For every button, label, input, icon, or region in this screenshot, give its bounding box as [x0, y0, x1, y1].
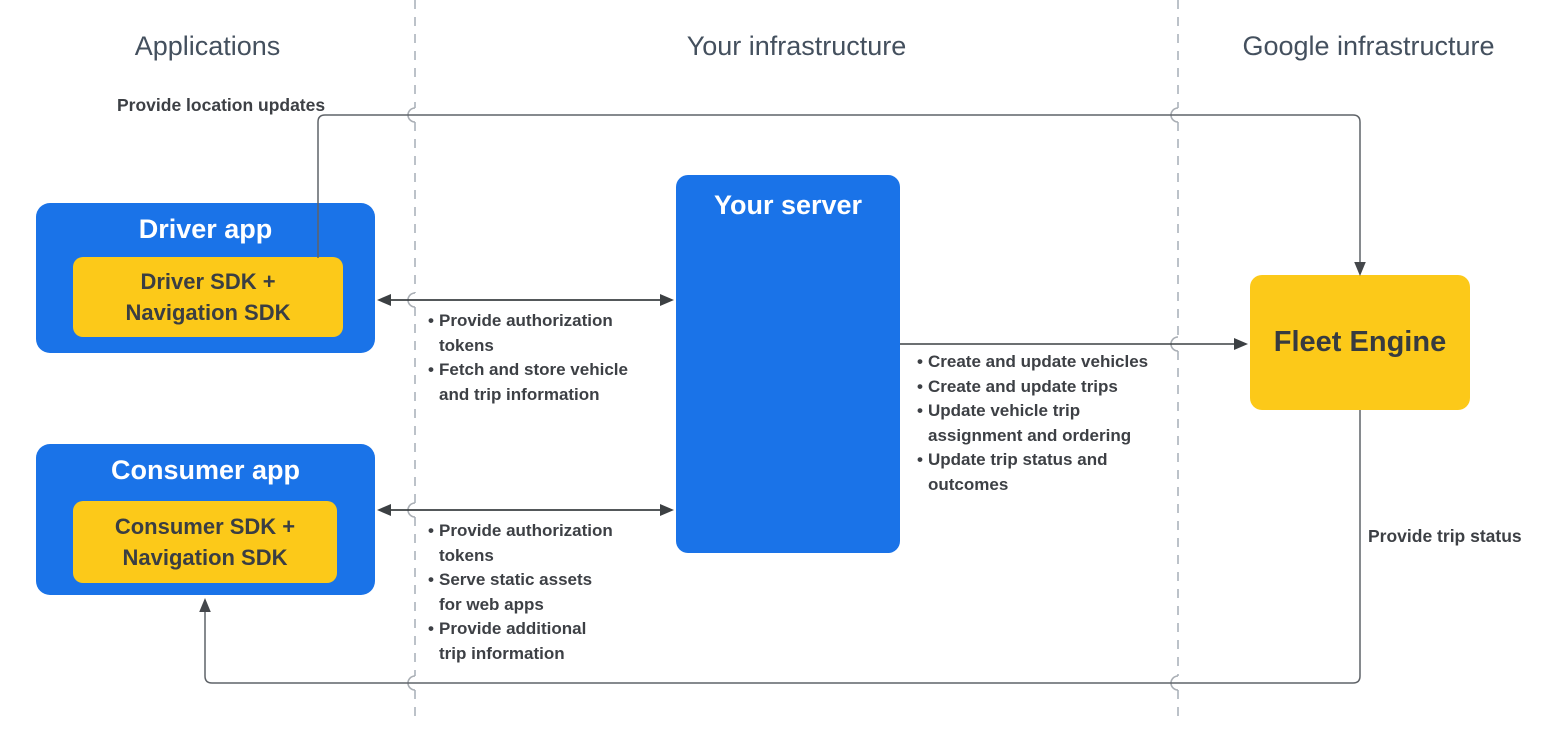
consumer-app-title: Consumer app — [110, 455, 301, 485]
bullet-item: Provide authorization tokens — [428, 519, 613, 568]
arrowhead-right-icon — [1234, 338, 1248, 350]
bullet-line: outcomes — [928, 474, 1009, 494]
consumer-server-arrow — [377, 504, 674, 516]
driver-sdk-label-line1: Driver SDK + — [140, 268, 276, 294]
bullet-line: for web apps — [439, 594, 544, 614]
bullet-line: Provide additional — [439, 619, 587, 638]
consumer-sdk-label-line2: Navigation SDK — [122, 545, 288, 570]
driver-server-arrow-notes: Provide authorization tokens Fetch and s… — [428, 309, 628, 407]
consumer-sdk-label-line1: Consumer SDK + — [114, 513, 296, 539]
driver-app-title: Driver app — [138, 214, 273, 244]
line-jump-arc — [407, 107, 416, 123]
bullet-line: trip information — [439, 643, 565, 663]
consumer-sdk-node: Consumer SDK + Navigation SDK — [73, 501, 337, 583]
provide-trip-status-label: Provide trip status — [1368, 526, 1522, 546]
bullet-line: Update trip status and — [928, 450, 1108, 469]
arrowhead-right-icon — [660, 504, 674, 516]
your-server-title: Your server — [713, 190, 863, 220]
line-jump-arc — [1170, 336, 1179, 352]
arrowhead-right-icon — [660, 294, 674, 306]
dashed-divider-left — [407, 0, 416, 716]
bullet-line: Fetch and store vehicle — [439, 360, 628, 379]
bullet-item: Fetch and store vehicle and trip informa… — [428, 358, 628, 407]
bullet-item: Serve static assets for web apps — [428, 568, 613, 617]
line-jump-arc — [407, 502, 416, 518]
fleet-engine-title: Fleet Engine — [1273, 326, 1447, 358]
column-header-google-infrastructure: Google infrastructure — [1242, 31, 1495, 61]
consumer-server-arrow-notes: Provide authorization tokens Serve stati… — [428, 519, 613, 666]
bullet-line: Serve static assets — [439, 570, 593, 589]
column-header-applications: Applications — [134, 31, 281, 61]
bullet-line: Update vehicle trip — [928, 401, 1081, 420]
bullet-line: Provide authorization — [439, 521, 613, 540]
dashed-divider-right — [1170, 0, 1179, 716]
bullet-line: Create and update vehicles — [928, 352, 1149, 371]
bullet-line: Provide authorization — [439, 311, 613, 330]
line-jump-arc — [407, 292, 416, 308]
provide-location-updates-label: Provide location updates — [117, 95, 326, 115]
bullet-line: tokens — [439, 545, 494, 565]
bullet-line: Create and update trips — [928, 376, 1118, 396]
bullet-line: assignment and ordering — [928, 425, 1132, 445]
bullet-item: Provide additional trip information — [428, 617, 613, 666]
bullet-item: Create and update trips — [917, 375, 1148, 400]
bullet-line: and trip information — [439, 384, 600, 404]
arrowhead-left-icon — [377, 504, 391, 516]
driver-sdk-label-line2: Navigation SDK — [125, 300, 291, 325]
driver-server-arrow — [377, 294, 674, 306]
bullet-item: Update trip status and outcomes — [917, 448, 1148, 497]
your-server-node: Your server — [676, 175, 900, 553]
line-jump-arc — [407, 675, 416, 691]
bullet-line: tokens — [439, 335, 494, 355]
arrowhead-down-icon — [1354, 262, 1366, 276]
line-jump-arc — [1170, 107, 1179, 123]
line-jump-arc — [1170, 675, 1179, 691]
bullet-item: Update vehicle trip assignment and order… — [917, 399, 1148, 448]
column-header-your-infrastructure: Your infrastructure — [686, 31, 907, 61]
bullet-item: Create and update vehicles — [917, 350, 1148, 375]
arrowhead-left-icon — [377, 294, 391, 306]
arrowhead-up-icon — [199, 598, 211, 612]
server-fleet-arrow-notes: Create and update vehicles Create and up… — [917, 350, 1148, 497]
fleet-engine-node: Fleet Engine — [1250, 275, 1470, 410]
driver-sdk-node: Driver SDK + Navigation SDK — [73, 257, 343, 337]
bullet-item: Provide authorization tokens — [428, 309, 628, 358]
server-fleet-arrow — [900, 338, 1248, 350]
